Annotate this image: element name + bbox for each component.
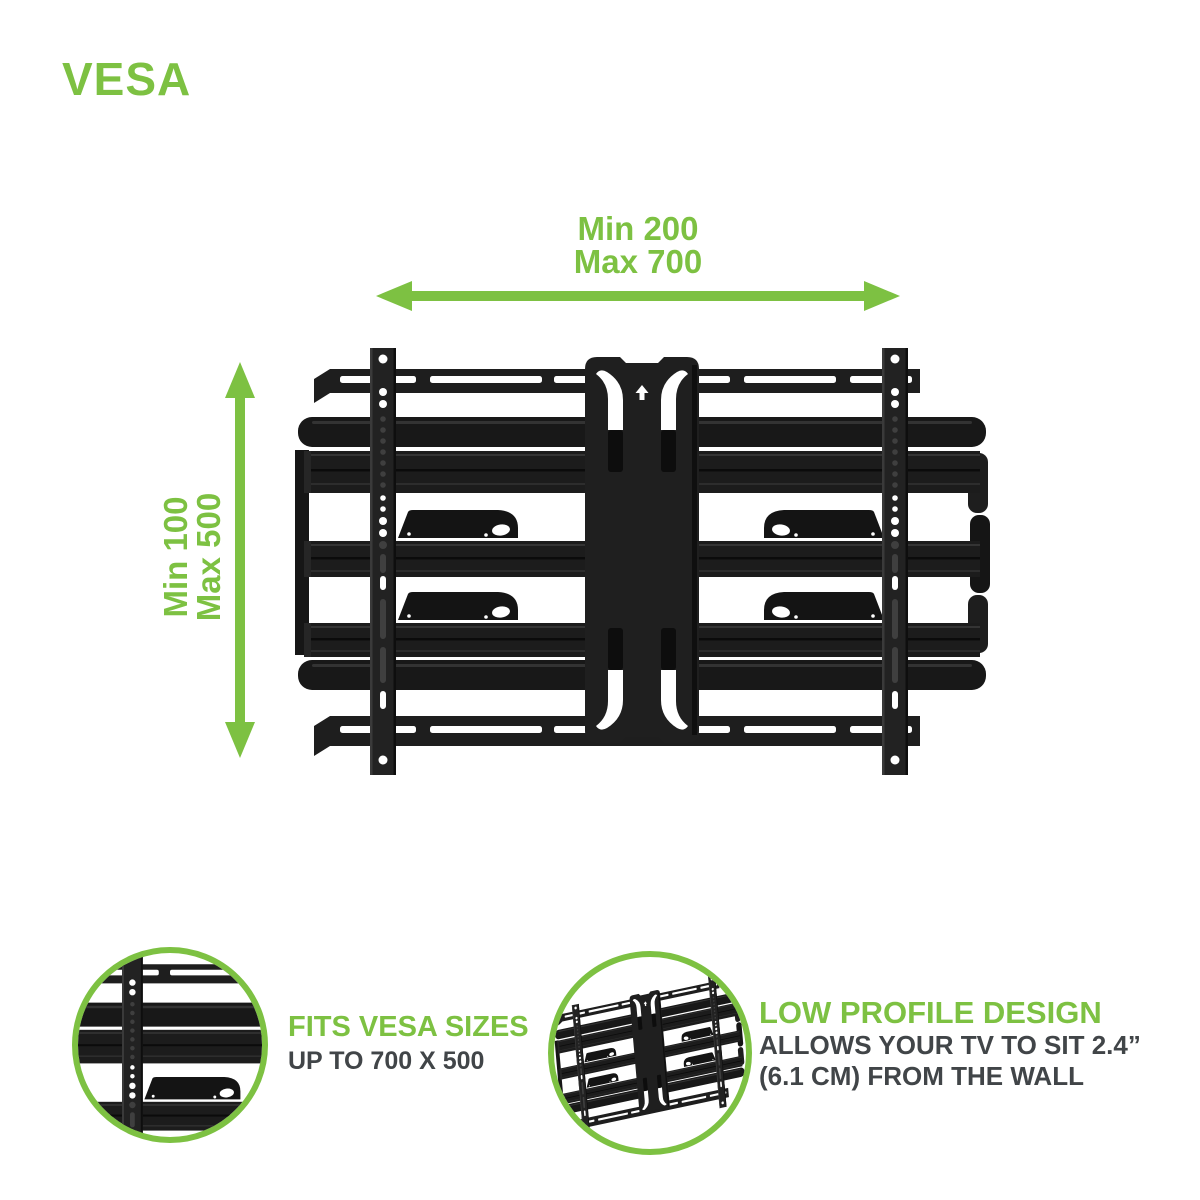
horizontal-double-arrow-icon — [376, 281, 900, 311]
horizontal-dimension-label: Min 200 Max 700 — [488, 212, 788, 278]
vertical-double-arrow-icon — [225, 362, 255, 758]
vertical-arrow-bottom-head — [225, 722, 255, 758]
feature-vesa-sizes-heading: FITS VESA SIZES — [288, 1011, 529, 1043]
horizontal-arrow-left-head — [376, 281, 412, 311]
low-profile-detail-circle — [548, 951, 752, 1155]
vertical-dimension-max: Max 500 — [190, 492, 227, 622]
feature-low-profile-line-1: ALLOWS YOUR TV TO SIT 2.4” — [759, 1030, 1141, 1060]
horizontal-arrow-right-head — [864, 281, 900, 311]
feature-vesa-sizes-line: UP TO 700 X 500 — [288, 1047, 485, 1075]
feature-low-profile-heading: LOW PROFILE DESIGN — [759, 995, 1102, 1030]
vertical-arrow-top-head — [225, 362, 255, 398]
vertical-dimension-min: Min 100 — [157, 496, 194, 618]
page-title: VESA — [62, 53, 192, 105]
horizontal-dimension-min: Min 200 — [577, 210, 699, 247]
vertical-dimension-label: Min 100 Max 500 — [157, 397, 229, 717]
feature-low-profile-line-2: (6.1 CM) FROM THE WALL — [759, 1061, 1084, 1091]
tv-wall-mount-front-view — [290, 345, 990, 780]
mount-closeup-image — [62, 947, 280, 1155]
horizontal-dimension-max: Max 700 — [573, 243, 703, 280]
feature-low-profile: LOW PROFILE DESIGN ALLOWS YOUR TV TO SIT… — [759, 996, 1141, 1092]
feature-vesa-sizes: FITS VESA SIZES UP TO 700 X 500 — [288, 1012, 529, 1076]
vesa-sizes-detail-circle — [62, 947, 280, 1155]
